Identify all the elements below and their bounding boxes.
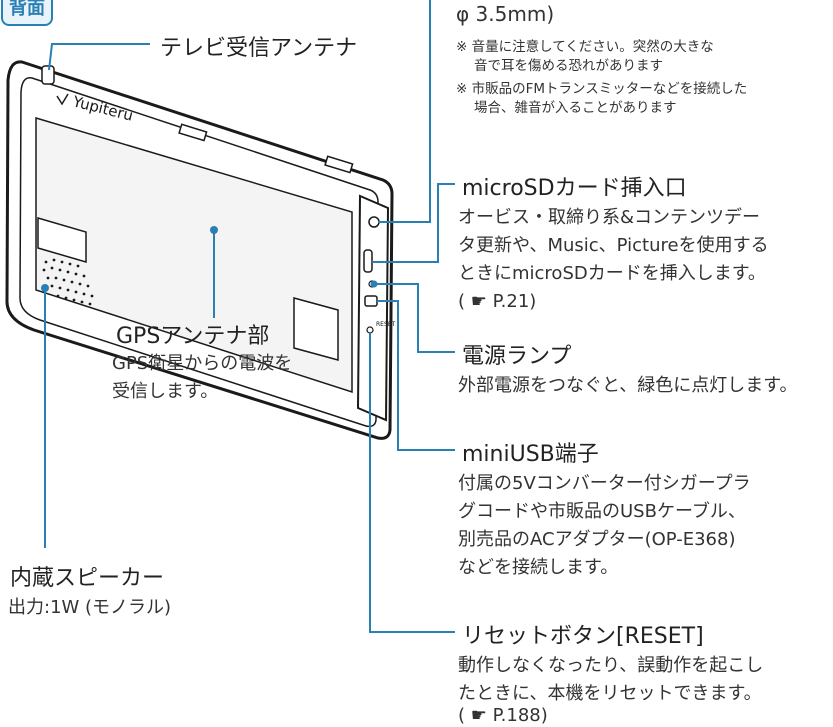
leader-audio bbox=[378, 0, 431, 223]
antenna-nub bbox=[41, 65, 55, 85]
top-clip-left bbox=[178, 123, 208, 142]
gps-title: GPSアンテナ部 bbox=[116, 324, 270, 349]
audio-note-1-line-1: ※ 音量に注意してください。突然の大きな bbox=[456, 39, 714, 55]
sd-slot bbox=[363, 249, 373, 273]
dot-speaker bbox=[41, 284, 49, 292]
microsd-line-3: ときにmicroSDカードを挿入します。 bbox=[458, 263, 766, 284]
power-lamp-title: 電源ランプ bbox=[462, 344, 572, 369]
miniusb-title: miniUSB端子 bbox=[462, 442, 599, 467]
miniusb-line-1: 付属の5Vコンバーター付シガープラ bbox=[458, 473, 751, 494]
microsd-line-2: タ更新や、Music、Pictureを使用する bbox=[458, 235, 769, 256]
leader-microsd bbox=[372, 183, 455, 263]
leader-tv-antenna bbox=[48, 43, 150, 71]
audio-size-text: φ 3.5mm) bbox=[456, 2, 555, 26]
reset-title: リセットボタン[RESET] bbox=[462, 624, 704, 649]
audio-jack bbox=[368, 216, 380, 228]
tv-antenna-title: テレビ受信アンテナ bbox=[160, 36, 358, 61]
dot-gps bbox=[210, 226, 218, 234]
device-screen bbox=[35, 116, 353, 394]
device-bezel bbox=[19, 77, 379, 428]
dot-power-lamp bbox=[370, 280, 378, 288]
side-reset-label: RESET bbox=[376, 321, 396, 328]
miniusb-line-2: グコードや市販品のUSBケーブル、 bbox=[458, 501, 746, 522]
gps-line-1: GPS衛星からの電波を bbox=[112, 353, 293, 374]
miniusb-line-4: などを接続します。 bbox=[458, 557, 619, 578]
reset-line-1: 動作しなくなったり、誤動作を起こし bbox=[458, 655, 764, 676]
sticker-square bbox=[293, 297, 339, 361]
label-rect bbox=[37, 217, 87, 263]
audio-note-2-line-2: 場合、雑音が入ることがあります bbox=[474, 100, 677, 116]
speaker-grill bbox=[42, 258, 94, 306]
microsd-title: microSDカード挿入口 bbox=[462, 176, 687, 201]
leader-reset bbox=[369, 333, 455, 633]
reset-line-2: たときに、本機をリセットできます。 bbox=[458, 683, 762, 704]
speaker-line-1: 出力:1W (モノラル) bbox=[8, 597, 172, 618]
microsd-line-1: オービス・取締り系&コンテンツデー bbox=[458, 207, 761, 228]
audio-note-2-line-1: ※ 市販品のFMトランスミッターなどを接続した bbox=[456, 81, 748, 97]
top-clip-right bbox=[324, 155, 354, 174]
side-panel bbox=[356, 194, 390, 422]
gps-line-2: 受信します。 bbox=[112, 381, 219, 402]
reset-line-3: ( ☛ P.188) bbox=[458, 705, 548, 726]
section-tab: 背面 bbox=[1, 0, 53, 26]
miniusb-line-3: 別売品のACアダプター(OP-E368) bbox=[458, 529, 736, 550]
leader-power-lamp bbox=[375, 283, 455, 353]
usb-port bbox=[364, 295, 378, 307]
microsd-line-4: ( ☛ P.21) bbox=[458, 291, 537, 312]
reset-hole bbox=[366, 326, 374, 334]
logo-mark bbox=[56, 93, 69, 106]
power-lamp-line-1: 外部電源をつなぐと、緑色に点灯します。 bbox=[458, 375, 798, 396]
leader-miniusb bbox=[377, 300, 455, 451]
audio-note-1-line-2: 音で耳を傷める恐れがあります bbox=[474, 58, 663, 74]
speaker-title: 内蔵スピーカー bbox=[10, 566, 165, 591]
